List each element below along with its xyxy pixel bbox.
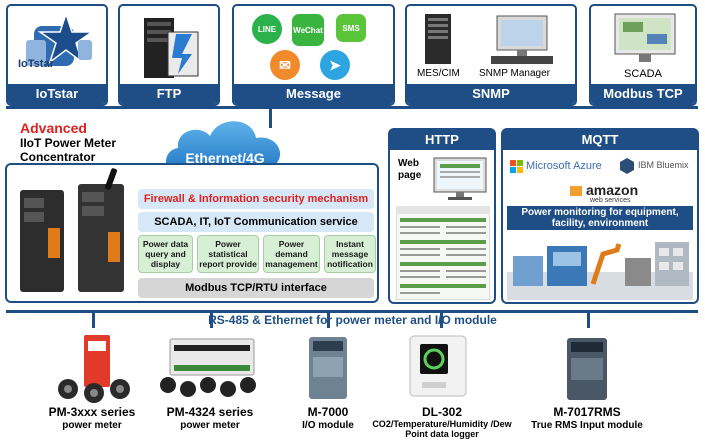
m7000-name: M-7000 [307,405,349,419]
factory-equipment-image [507,242,693,300]
line-app-icon: LINE [252,14,282,44]
http-header: HTTP [390,130,494,150]
title-advanced: Advanced [20,120,87,136]
wechat-app-icon: WeChat [292,14,324,46]
bluemix-icon [620,158,634,174]
iotstar-box: IoTstar IoTstar [6,4,108,106]
iotstar-logo-icon [26,11,95,66]
ibm-bluemix-label: IBM Bluemix [638,160,689,170]
dl302-device-image [409,335,467,397]
m7017rms-device-image [567,338,607,400]
amazon-logo: amazon [586,182,639,198]
ftp-box: FTP [118,4,220,106]
amazon-web-services-label: web services [590,197,631,204]
server-rack-icon [144,18,199,78]
rs485-bus [6,310,698,313]
telegram-app-icon: ➤ [320,50,350,80]
mes-cim-caption: MES/CIM [417,68,460,79]
m7000-sub: I/O module [302,420,354,431]
top-bus-drop [269,106,272,128]
message-label: Message [234,84,393,104]
snmp-box: MES/CIM SNMP Manager SNMP [405,4,577,106]
mqtt-header: MQTT [503,130,697,150]
snmp-manager-caption: SNMP Manager [479,68,550,79]
title-product-line2: IIoT Power Meter [20,136,117,150]
bus-drop-pm4324 [210,312,213,328]
modbus-tcp-label: Modbus TCP [591,84,695,104]
microsoft-azure-label: Microsoft Azure [526,160,602,172]
ethernet-4g-label: Ethernet/4G [185,150,265,166]
m7017rms-sub: True RMS Input module [531,420,643,431]
web-monitor-icon [433,157,487,200]
power-monitoring-banner: Power monitoring for equipment, facility… [507,206,693,230]
dl302-name: DL-302 [421,405,462,419]
m7017rms-name: M-7017RMS [553,405,621,419]
cloud-icon [166,121,281,175]
ftp-label: FTP [120,84,218,104]
azure-icon [510,160,523,173]
pm4324-sub: power meter [180,420,240,431]
bus-drop-m7017rms [587,312,590,328]
concentrator-device-image [20,168,124,292]
web-page-label: Web page [398,158,422,181]
mail-app-icon: ✉ [270,50,300,80]
message-box: LINE WeChat SMS ✉ ➤ Message [232,4,395,106]
pm3xxx-sub: power meter [62,420,122,431]
pm3xxx-name: PM-3xxx series [48,405,136,419]
firewall-bar: Firewall & Information security mechanis… [138,189,374,209]
m7000-device-image [309,337,347,399]
feature-statistical-report: Power statistical report provide [197,235,259,273]
bus-drop-pm3xxx [92,312,95,328]
feature-demand-management: Power demand management [263,235,320,273]
pm4324-device-image [160,338,256,397]
iotstar-logo-text: IoTstar [18,58,54,70]
bus-drop-m7000 [327,312,330,328]
feature-power-data-query: Power data query and display [138,235,193,273]
scada-caption: SCADA [624,68,662,80]
sms-app-icon: SMS [336,14,366,42]
snmp-label: SNMP [407,84,575,104]
modbus-interface-bar: Modbus TCP/RTU interface [138,278,374,298]
iotstar-label: IoTstar [8,84,106,104]
top-network-bus [6,106,698,109]
pm4324-name: PM-4324 series [166,405,254,419]
computer-icon [491,15,553,64]
bus-drop-dl302 [440,312,443,328]
web-page-screenshot [396,206,490,300]
server-icon [425,14,451,64]
feature-message-notification: Instant message notification [324,235,376,273]
communication-service-bar: SCADA, IT, IoT Communication service [138,212,374,232]
pm3xxx-device-image [58,335,130,403]
dl302-sub: CO2/Temperature/Humidity /Dew Point data… [372,419,512,439]
modbus-tcp-box: SCADA Modbus TCP [589,4,697,106]
rs485-bus-label: RS-485 & Ethernet for power meter and I/… [208,313,497,327]
scada-monitor-icon [614,13,676,62]
aws-cubes-icon [570,186,582,196]
title-product-line3: Concentrator [20,150,96,164]
